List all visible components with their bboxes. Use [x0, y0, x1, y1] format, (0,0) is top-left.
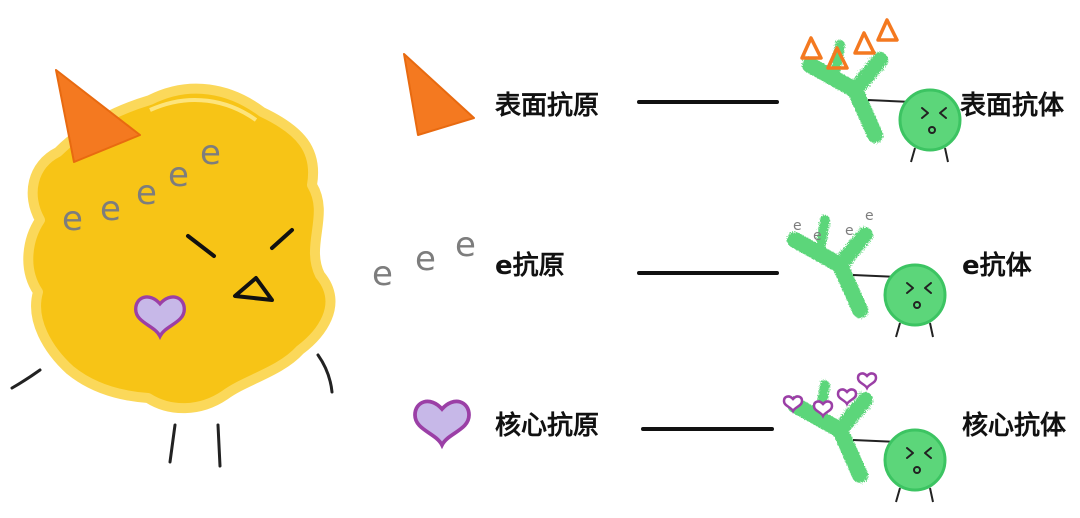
- antibody-cone-icon: [800, 36, 823, 60]
- antigen-label-core: 核心抗原: [495, 411, 600, 441]
- antibody-cone-icon: [876, 18, 899, 42]
- antibody-cone-icon: [853, 31, 876, 55]
- antibody-heart-icon: [856, 372, 878, 390]
- antibody-character-surface: [800, 18, 962, 163]
- connector-line-e: [637, 271, 779, 275]
- antibody-e-icon: e: [845, 223, 854, 239]
- antigen-e-letters-icon: e e e: [372, 225, 476, 294]
- antigen-heart-icon: [413, 399, 471, 447]
- antibody-cone-icon: [826, 46, 849, 70]
- antibody-e-icon: e: [813, 228, 822, 244]
- antibody-character-core: [782, 372, 947, 503]
- connector-line-core: [641, 427, 774, 431]
- antigen-label-e: e抗原: [495, 251, 565, 281]
- antibody-label-e: e抗体: [962, 251, 1032, 281]
- antibody-label-core: 核心抗体: [962, 411, 1067, 441]
- virus-legs: [10, 353, 334, 468]
- virus-body: [23, 83, 336, 414]
- antigen-cone-icon: [403, 53, 475, 136]
- connector-line-surface: [637, 100, 779, 104]
- svg-text:e: e: [455, 225, 476, 265]
- svg-text:e: e: [415, 239, 436, 279]
- svg-text:e: e: [62, 199, 83, 239]
- virus-face: [186, 228, 294, 302]
- virus-cone-icon: [55, 69, 141, 163]
- svg-text:e: e: [100, 189, 121, 229]
- svg-text:e: e: [200, 133, 221, 173]
- svg-text:e: e: [136, 173, 157, 213]
- svg-text:e: e: [372, 254, 393, 294]
- antibody-label-surface: 表面抗体: [960, 91, 1065, 121]
- svg-text:e: e: [168, 155, 189, 195]
- antigen-label-surface: 表面抗原: [495, 91, 600, 121]
- antibody-e-icon: e: [865, 208, 874, 224]
- antibody-e-icon: e: [793, 218, 802, 234]
